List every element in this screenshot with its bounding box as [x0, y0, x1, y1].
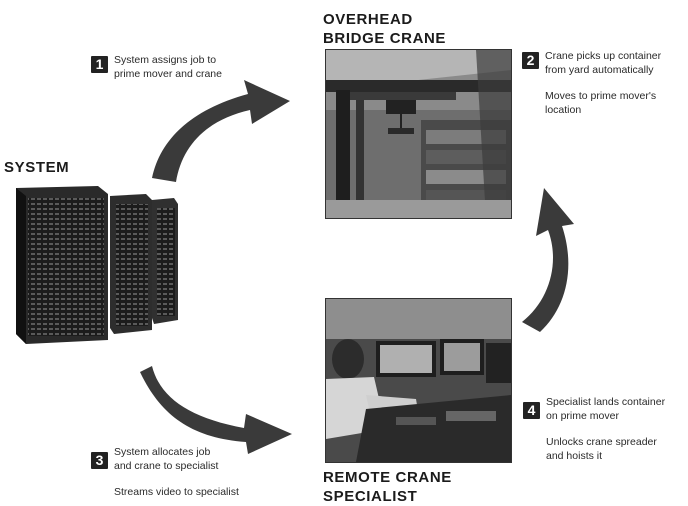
step-2-line: Crane picks up container — [545, 50, 662, 62]
operator-photo-graphic — [326, 299, 511, 462]
step-1-line: prime mover and crane — [114, 67, 222, 80]
step-2-extra-line: Moves to prime mover's — [545, 90, 657, 102]
crane-photo-graphic — [326, 50, 511, 218]
step-1-badge: 1 — [91, 56, 108, 73]
remote-specialist-title-line2: SPECIALIST — [323, 488, 418, 505]
overhead-crane-photo — [325, 49, 512, 219]
step-4-extra-line: and hoists it — [546, 449, 603, 462]
step-1-text: System assigns job to prime mover and cr… — [114, 54, 222, 81]
overhead-crane-title: OVERHEAD BRIDGE CRANE — [323, 10, 446, 48]
curved-arrow-icon — [522, 188, 574, 332]
system-title: SYSTEM — [4, 159, 70, 176]
step-2-line: from yard automatically — [545, 63, 654, 76]
step-4-extra-line: Unlocks crane spreader — [546, 436, 657, 448]
step-3-extra-line: Streams video to specialist — [114, 486, 239, 498]
step-2-badge: 2 — [522, 52, 539, 69]
remote-specialist-title-line1: REMOTE CRANE — [323, 469, 452, 486]
step-3-text: System allocates job and crane to specia… — [114, 446, 239, 500]
overhead-crane-title-line1: OVERHEAD — [323, 11, 413, 28]
step-4-text: Specialist lands container on prime move… — [546, 396, 665, 463]
step-1-line: System assigns job to — [114, 54, 217, 66]
remote-specialist-title: REMOTE CRANE SPECIALIST — [323, 468, 452, 506]
step-4-line: Specialist lands container — [546, 396, 666, 408]
step-4-line: on prime mover — [546, 409, 619, 422]
step-2-extra-line: location — [545, 103, 582, 116]
curved-arrow-icon — [140, 366, 292, 454]
step-3-line: and crane to specialist — [114, 459, 219, 472]
remote-operator-photo — [325, 298, 512, 463]
curved-arrow-icon — [152, 80, 290, 182]
server-rack-icon — [12, 182, 182, 348]
step-3-line: System allocates job — [114, 446, 211, 458]
step-2-text: Crane picks up container from yard autom… — [545, 50, 661, 117]
step-3-badge: 3 — [91, 452, 108, 469]
overhead-crane-title-line2: BRIDGE CRANE — [323, 30, 447, 47]
step-4-badge: 4 — [523, 402, 540, 419]
server-rack-graphic — [16, 186, 178, 344]
